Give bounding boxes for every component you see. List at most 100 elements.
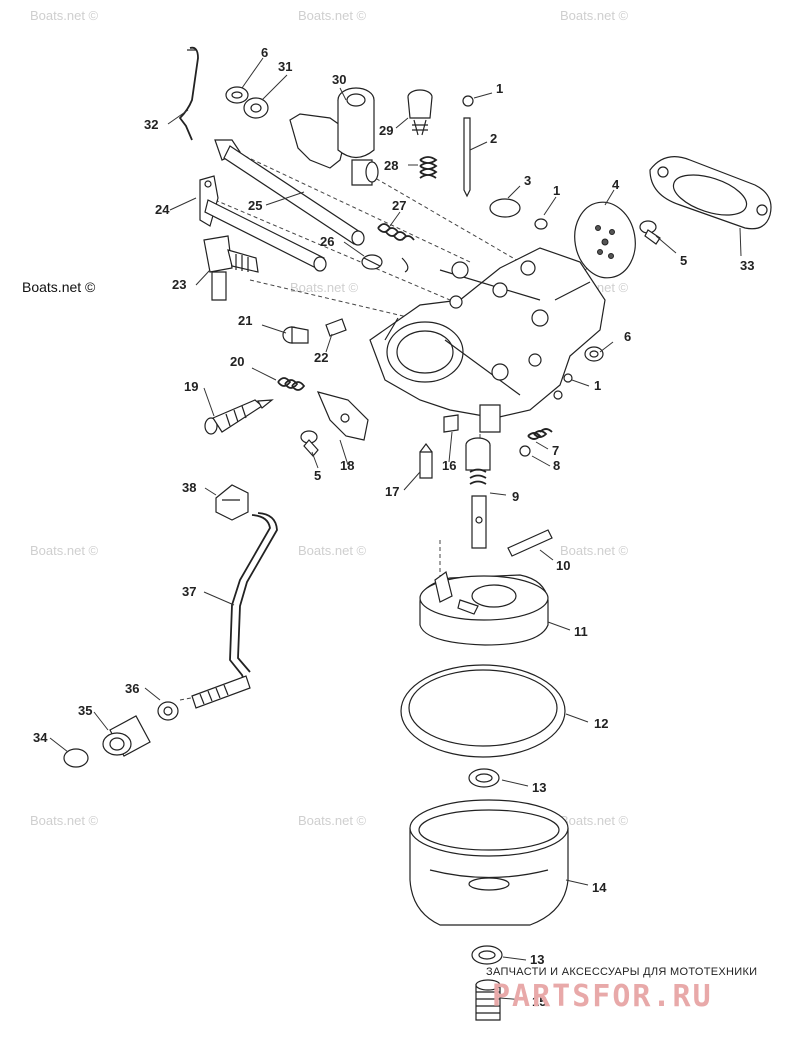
part-24-shaft xyxy=(199,175,327,272)
part-1-ball xyxy=(563,373,573,383)
label-part-15: 15 xyxy=(532,994,546,1009)
part-18-plate xyxy=(316,391,369,441)
label-part-13: 13 xyxy=(532,780,546,795)
part-21-plug xyxy=(282,326,309,344)
label-part-31: 31 xyxy=(278,59,292,74)
part-11-float xyxy=(419,570,549,646)
label-part-12: 12 xyxy=(594,716,608,731)
banner-tagline: ЗАПЧАСТИ И АКСЕССУАРЫ ДЛЯ МОТОТЕХНИКИ xyxy=(486,966,757,978)
label-part-18: 18 xyxy=(340,458,354,473)
part-12-gasket xyxy=(400,664,566,758)
part-15-bolt xyxy=(475,979,501,1021)
part-23-fitting xyxy=(203,235,259,301)
part-16-jet xyxy=(443,414,459,433)
label-part-34: 34 xyxy=(33,730,48,745)
label-part-38: 38 xyxy=(182,480,196,495)
part-19-needle xyxy=(204,399,274,435)
part-5-screw xyxy=(300,430,319,457)
part-6-clip-top xyxy=(225,86,249,104)
part-33-gasket xyxy=(649,156,772,230)
part-6-clip-right xyxy=(584,346,604,362)
watermark: Boats.net © xyxy=(298,813,367,828)
leader-lines xyxy=(49,57,742,1001)
label-part-9: 9 xyxy=(512,489,519,504)
part-1-ball xyxy=(462,95,474,107)
banner-logo: PARTSFOR.RU xyxy=(492,979,713,1014)
watermark: Boats.net © xyxy=(22,279,96,295)
part-14-bowl xyxy=(409,799,569,926)
part-30-lever xyxy=(289,87,379,186)
label-part-5: 5 xyxy=(314,468,321,483)
part-31-washer xyxy=(243,97,269,119)
label-part-6: 6 xyxy=(624,329,631,344)
label-part-30: 30 xyxy=(332,72,346,87)
label-part-5: 5 xyxy=(680,253,687,268)
label-part-24: 24 xyxy=(155,202,170,217)
part-7-spring xyxy=(527,428,553,440)
watermark: Boats.net © xyxy=(30,543,99,558)
watermark: Boats.net © xyxy=(560,543,629,558)
label-part-2: 2 xyxy=(490,131,497,146)
part-13-washer xyxy=(468,768,500,788)
label-part-1: 1 xyxy=(496,81,503,96)
label-part-6: 6 xyxy=(261,45,268,60)
label-part-17: 17 xyxy=(385,484,399,499)
watermark: Boats.net © xyxy=(30,813,99,828)
part-1-ball xyxy=(534,218,548,230)
part-25-shaft xyxy=(214,139,365,246)
part-36-nut xyxy=(157,701,179,721)
label-part-13: 13 xyxy=(530,952,544,967)
label-part-8: 8 xyxy=(553,458,560,473)
partsfor-banner: ЗАПЧАСТИ И АКСЕССУАРЫ ДЛЯ МОТОТЕХНИКИ PA… xyxy=(486,966,757,1014)
part-26-plug xyxy=(361,254,383,270)
part-labels: 1 2 3 1 4 5 33 6 1 7 8 9 10 11 12 13 14 … xyxy=(33,45,754,1009)
label-part-26: 26 xyxy=(320,234,334,249)
part-37-link-rod xyxy=(191,512,278,709)
label-part-1: 1 xyxy=(594,378,601,393)
label-part-7: 7 xyxy=(552,443,559,458)
part-32-bracket xyxy=(178,46,199,141)
watermark: Boats.net © xyxy=(560,813,629,828)
label-part-3: 3 xyxy=(524,173,531,188)
part-35-sleeve xyxy=(102,715,151,757)
part-20-spring xyxy=(277,377,306,391)
label-part-16: 16 xyxy=(442,458,456,473)
label-part-21: 21 xyxy=(238,313,252,328)
label-part-11: 11 xyxy=(574,624,588,639)
part-3-plug xyxy=(489,198,521,218)
part-4-diaphragm xyxy=(574,201,636,279)
part-22-jet xyxy=(325,318,347,337)
label-part-19: 19 xyxy=(184,379,198,394)
part-8-ball xyxy=(519,445,531,457)
label-part-33: 33 xyxy=(740,258,754,273)
label-part-25: 25 xyxy=(248,198,262,213)
part-1-ball xyxy=(553,390,563,400)
part-34-ring xyxy=(63,748,89,768)
part-27-spring xyxy=(377,223,415,273)
label-part-20: 20 xyxy=(230,354,244,369)
label-part-1: 1 xyxy=(553,183,560,198)
part-38-clip xyxy=(215,484,249,521)
label-part-32: 32 xyxy=(144,117,158,132)
label-part-10: 10 xyxy=(556,558,570,573)
label-part-28: 28 xyxy=(384,158,398,173)
carburetor-body xyxy=(369,247,606,433)
watermark-layer: Boats.net © Boats.net © Boats.net © Boat… xyxy=(22,8,629,828)
label-part-29: 29 xyxy=(379,123,393,138)
label-part-27: 27 xyxy=(392,198,406,213)
watermark: Boats.net © xyxy=(30,8,99,23)
part-28-spring xyxy=(419,156,438,179)
label-part-22: 22 xyxy=(314,350,328,365)
part-5-screw xyxy=(639,220,661,245)
part-17-jet xyxy=(419,443,433,479)
label-part-23: 23 xyxy=(172,277,186,292)
label-part-14: 14 xyxy=(592,880,607,895)
part-10-pin xyxy=(507,529,553,557)
part-29-screw xyxy=(407,89,433,136)
part-13-washer xyxy=(471,945,503,965)
part-9-valve xyxy=(465,437,491,549)
label-part-36: 36 xyxy=(125,681,139,696)
watermark: Boats.net © xyxy=(290,280,359,295)
label-part-4: 4 xyxy=(612,177,620,192)
